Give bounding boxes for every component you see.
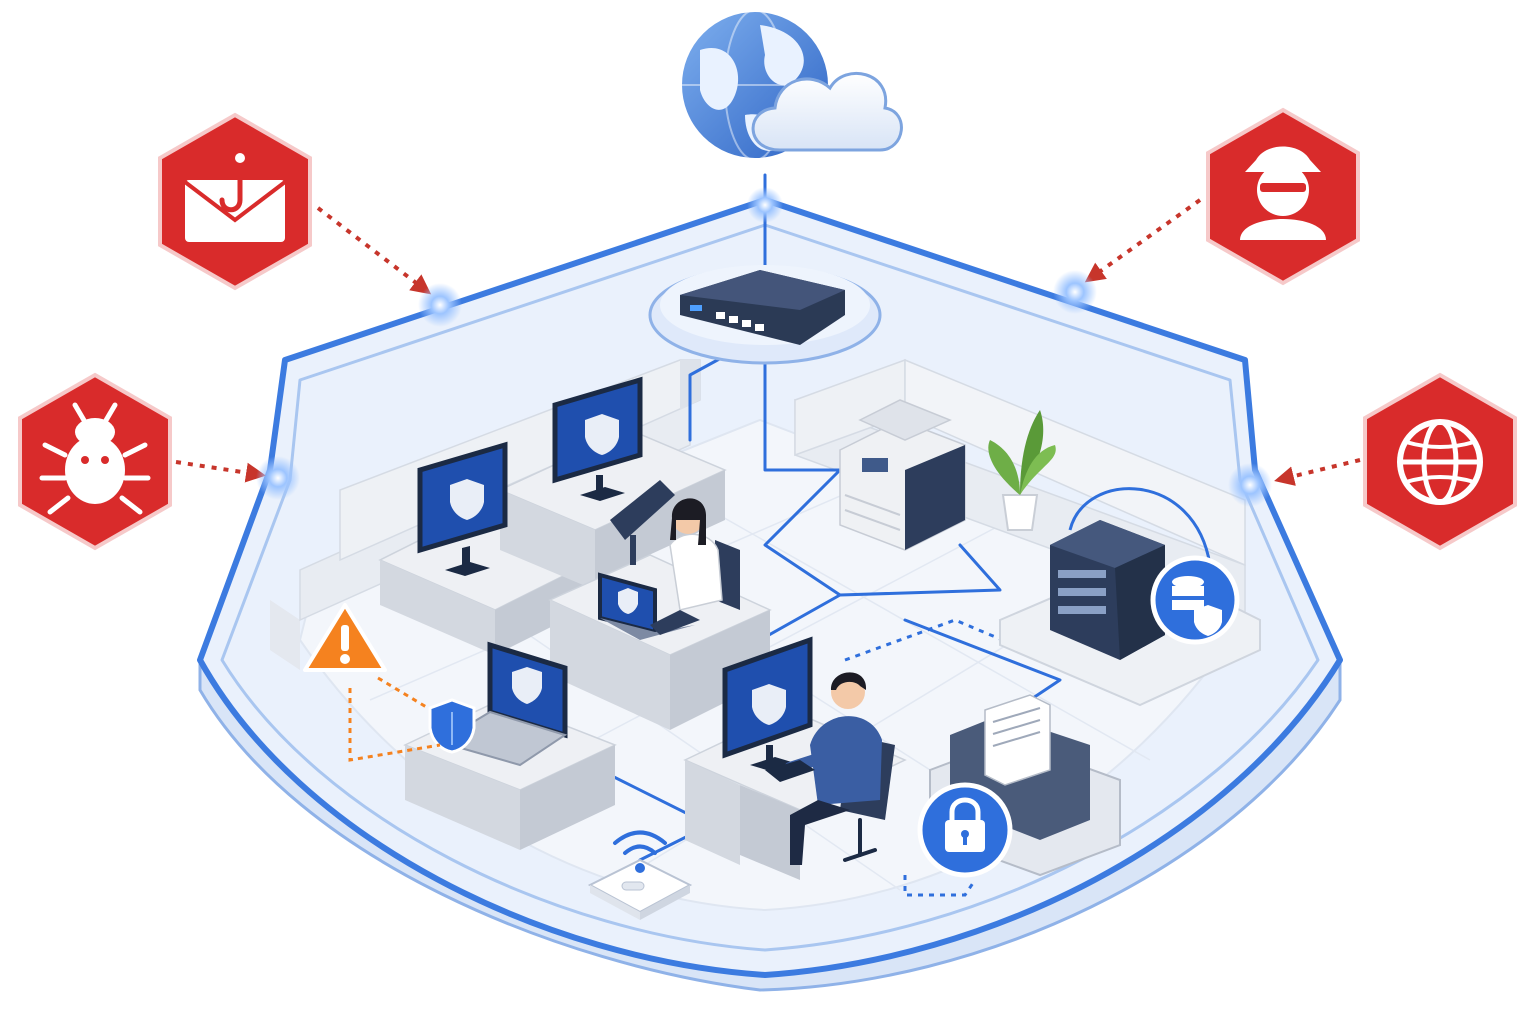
perimeter-inner-rim: [220, 223, 1320, 952]
threat-arrows: [175, 198, 1361, 486]
warning-alert-path: [348, 676, 441, 762]
shield-badge-icon: [428, 698, 476, 754]
printer-icon: [839, 399, 966, 551]
impact-sparks: [256, 187, 1272, 507]
wifi-icon: [587, 830, 693, 920]
folder-lock-icon: [917, 694, 1121, 878]
warning-icon: [303, 603, 387, 672]
phishing-email-icon: [158, 112, 312, 291]
person-woman-icon: [610, 480, 740, 635]
plant-icon: [988, 410, 1056, 531]
bug-icon: [18, 372, 172, 551]
hacker-icon: [1206, 107, 1360, 286]
router-icon: [648, 265, 882, 365]
server-link-arc: [1068, 487, 1212, 566]
monitor-shield-icon: [417, 441, 508, 576]
monitor-shield-icon: [722, 636, 813, 771]
desk-back-right: [498, 429, 727, 590]
network-links-dashed: [844, 618, 1051, 897]
globe-target-icon: [1363, 372, 1517, 551]
person-man-icon: [765, 672, 895, 865]
server-icon: [999, 520, 1261, 707]
cloud-icon: [751, 71, 903, 152]
monitor-shield-icon: [552, 376, 643, 501]
